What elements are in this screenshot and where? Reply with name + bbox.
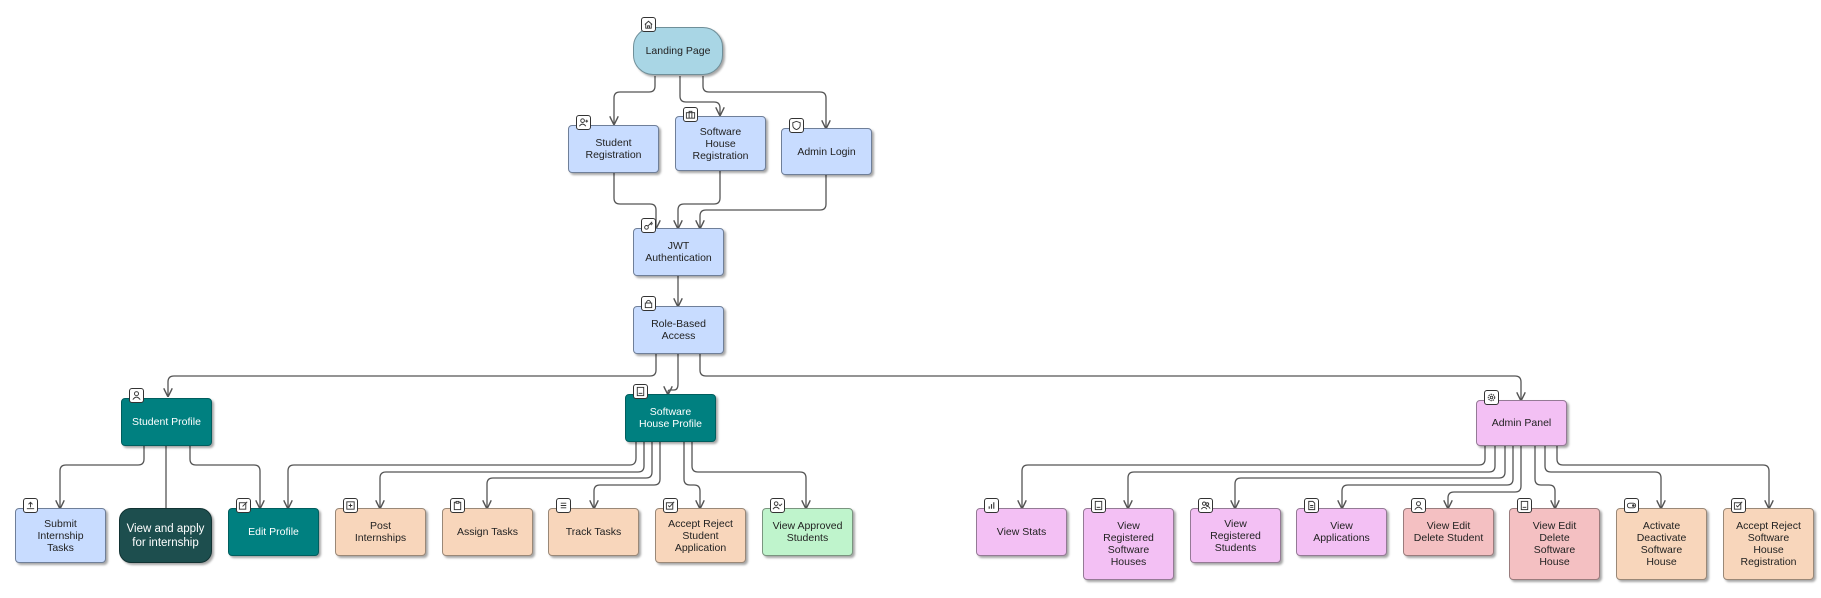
edit-icon [236, 498, 251, 513]
student-registration-node[interactable]: Student Registration [568, 125, 659, 173]
post-internships-node[interactable]: Post Internships [335, 508, 426, 556]
edge-landing-student-reg [614, 76, 656, 124]
lock-icon [641, 296, 656, 311]
landing-page-node[interactable]: Landing Page [633, 27, 723, 75]
view-stats-label: View Stats [996, 526, 1047, 538]
software-house-registration-label: Software House Registration [692, 125, 749, 162]
jwt-authentication-node[interactable]: JWT Authentication [633, 228, 724, 276]
view-applications-label: View Applications [1313, 520, 1370, 544]
view-edit-delete-software-house-node[interactable]: View Edit Delete Software House [1509, 508, 1600, 580]
landing-page-label: Landing Page [645, 45, 711, 57]
shield-icon [789, 118, 804, 133]
check-square-icon [1731, 498, 1746, 513]
track-tasks-node[interactable]: Track Tasks [548, 508, 639, 556]
student-profile-node[interactable]: Student Profile [121, 398, 212, 446]
edge-admin-view-edit-sh [1534, 446, 1555, 508]
edge-admin-view-applications [1342, 446, 1514, 508]
accept-reject-student-node[interactable]: Accept Reject Student Application [655, 508, 746, 563]
edge-rba-admin-panel [699, 354, 1521, 400]
track-tasks-label: Track Tasks [565, 526, 622, 538]
view-edit-delete-student-node[interactable]: View Edit Delete Student [1403, 508, 1494, 556]
submit-internship-tasks-node[interactable]: Submit Internship Tasks [15, 508, 106, 563]
software-house-profile-label: Software House Profile [638, 406, 703, 430]
assign-tasks-label: Assign Tasks [456, 526, 519, 538]
admin-login-node[interactable]: Admin Login [781, 128, 872, 175]
student-profile-label: Student Profile [132, 416, 201, 428]
accept-reject-software-house-node[interactable]: Accept Reject Software House Registratio… [1723, 508, 1814, 580]
building-icon [1517, 498, 1532, 513]
admin-panel-node[interactable]: Admin Panel [1476, 400, 1567, 446]
edge-sh-reg-jwt [678, 171, 721, 228]
user-icon [1411, 498, 1426, 513]
post-internships-label: Post Internships [354, 520, 407, 544]
view-registered-software-houses-label: View Registered Software Houses [1103, 520, 1154, 568]
admin-panel-label: Admin Panel [1491, 417, 1552, 429]
user-plus-icon [576, 115, 591, 130]
activate-deactivate-software-house-node[interactable]: Activate Deactivate Software House [1616, 508, 1707, 580]
view-and-apply-node[interactable]: View and apply for internship [119, 508, 212, 563]
clipboard-icon [450, 498, 465, 513]
view-registered-students-label: View Registered Students [1210, 517, 1261, 554]
edge-sh-profile-accept [683, 442, 700, 508]
assign-tasks-node[interactable]: Assign Tasks [442, 508, 533, 556]
view-approved-students-node[interactable]: View Approved Students [762, 508, 853, 556]
edge-sh-profile-track [594, 442, 661, 508]
view-registered-software-houses-node[interactable]: View Registered Software Houses [1083, 508, 1174, 580]
view-edit-delete-software-house-label: View Edit Delete Software House [1532, 520, 1577, 568]
user-check-icon [770, 498, 785, 513]
submit-internship-tasks-label: Submit Internship Tasks [37, 517, 84, 554]
building-icon [633, 384, 648, 399]
view-approved-students-label: View Approved Students [772, 520, 843, 544]
building-icon [1091, 498, 1106, 513]
role-based-access-label: Role-Based Access [651, 318, 706, 342]
edge-sh-profile-post [380, 442, 645, 508]
view-applications-node[interactable]: View Applications [1296, 508, 1387, 556]
edge-student-profile-submit [60, 446, 145, 508]
student-registration-label: Student Registration [585, 137, 642, 161]
edge-admin-view-reg-students [1235, 446, 1506, 508]
plus-square-icon [343, 498, 358, 513]
edge-sh-profile-approved [691, 442, 806, 508]
gear-icon [1484, 390, 1499, 405]
file-icon [1304, 498, 1319, 513]
accept-reject-software-house-label: Accept Reject Software House Registratio… [1736, 520, 1801, 568]
edge-admin-activate [1544, 446, 1661, 508]
bar-chart-icon [984, 498, 999, 513]
role-based-access-node[interactable]: Role-Based Access [633, 306, 724, 354]
software-house-profile-node[interactable]: Software House Profile [625, 394, 716, 442]
activate-deactivate-software-house-label: Activate Deactivate Software House [1636, 520, 1687, 568]
user-icon [129, 388, 144, 403]
admin-login-label: Admin Login [797, 145, 856, 158]
view-registered-students-node[interactable]: View Registered Students [1190, 508, 1281, 563]
check-square-icon [663, 498, 678, 513]
view-edit-delete-student-label: View Edit Delete Student [1413, 520, 1484, 544]
list-icon [556, 498, 571, 513]
edge-admin-login-jwt [700, 175, 827, 228]
accept-reject-student-label: Accept Reject Student Application [668, 517, 733, 554]
briefcase-icon [683, 107, 698, 122]
edit-profile-label: Edit Profile [248, 526, 299, 538]
key-icon [641, 218, 656, 233]
toggle-icon [1624, 498, 1639, 513]
edge-rba-sh-profile [668, 354, 679, 394]
edge-admin-view-edit-student [1448, 446, 1522, 508]
software-house-registration-node[interactable]: Software House Registration [675, 116, 766, 171]
edge-rba-student-profile [168, 354, 657, 396]
jwt-authentication-label: JWT Authentication [645, 240, 712, 264]
edit-profile-node[interactable]: Edit Profile [228, 508, 319, 556]
view-and-apply-label: View and apply for internship [126, 522, 205, 549]
upload-icon [23, 498, 38, 513]
home-icon [641, 17, 656, 32]
users-icon [1198, 498, 1213, 513]
view-stats-node[interactable]: View Stats [976, 508, 1067, 556]
